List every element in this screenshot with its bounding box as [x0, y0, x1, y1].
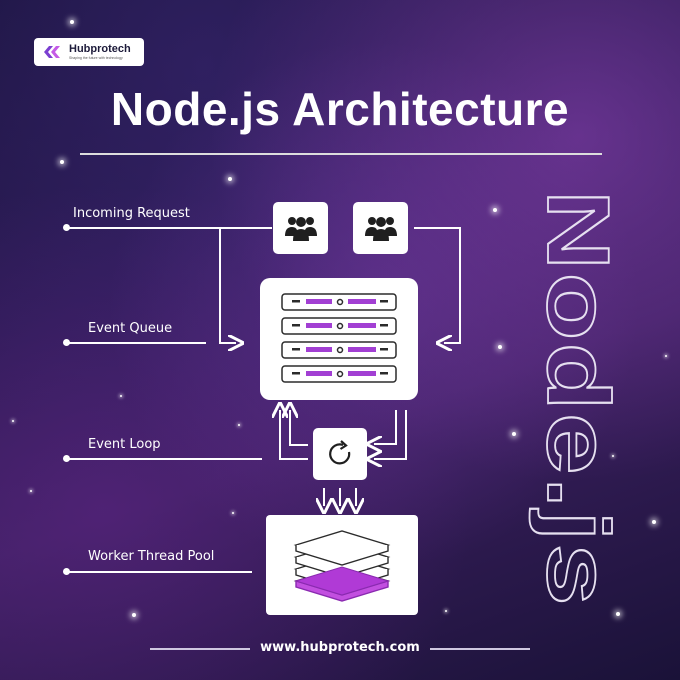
star — [616, 612, 620, 616]
layers-icon — [293, 530, 391, 602]
users-icon — [364, 217, 397, 241]
star — [498, 345, 502, 349]
label-incoming-request: Incoming Request — [73, 206, 190, 221]
star — [652, 520, 656, 524]
users-icon — [284, 217, 317, 241]
label-worker-thread-pool: Worker Thread Pool — [88, 549, 215, 564]
star — [512, 432, 516, 436]
worker-pool-box — [266, 515, 418, 615]
star — [132, 613, 136, 617]
hubprotech-logo-icon — [44, 46, 60, 58]
connector-line — [66, 342, 206, 344]
connector-line — [66, 571, 252, 573]
star — [665, 355, 667, 357]
client-box-2 — [353, 202, 408, 254]
event-queue-box — [260, 278, 418, 400]
footer-divider-left — [150, 648, 250, 650]
star — [228, 177, 232, 181]
event-loop-box — [313, 428, 367, 480]
star — [612, 455, 614, 457]
star — [445, 610, 447, 612]
side-vertical-text: Node.js — [528, 190, 629, 609]
star — [232, 512, 234, 514]
page-title: Node.js Architecture — [110, 83, 570, 135]
title-divider — [80, 153, 602, 155]
star — [12, 420, 14, 422]
side-text: Node.js — [529, 190, 628, 608]
star — [30, 490, 32, 492]
brand-name: Hubprotech — [69, 42, 131, 55]
server-icon — [281, 293, 397, 383]
client-box-1 — [273, 202, 328, 254]
star — [238, 424, 240, 426]
connector-line — [66, 227, 264, 229]
brand-tagline: Shaping the future with technology — [69, 55, 123, 60]
star — [120, 395, 122, 397]
label-event-loop: Event Loop — [88, 437, 161, 452]
brand-logo[interactable]: Hubprotech Shaping the future with techn… — [34, 38, 144, 66]
footer-divider-right — [430, 648, 530, 650]
label-event-queue: Event Queue — [88, 321, 173, 336]
star — [493, 208, 497, 212]
refresh-icon — [329, 440, 351, 465]
star — [70, 20, 74, 24]
footer-website-link[interactable]: www.hubprotech.com — [260, 640, 420, 655]
star — [60, 160, 64, 164]
connector-line — [66, 458, 262, 460]
